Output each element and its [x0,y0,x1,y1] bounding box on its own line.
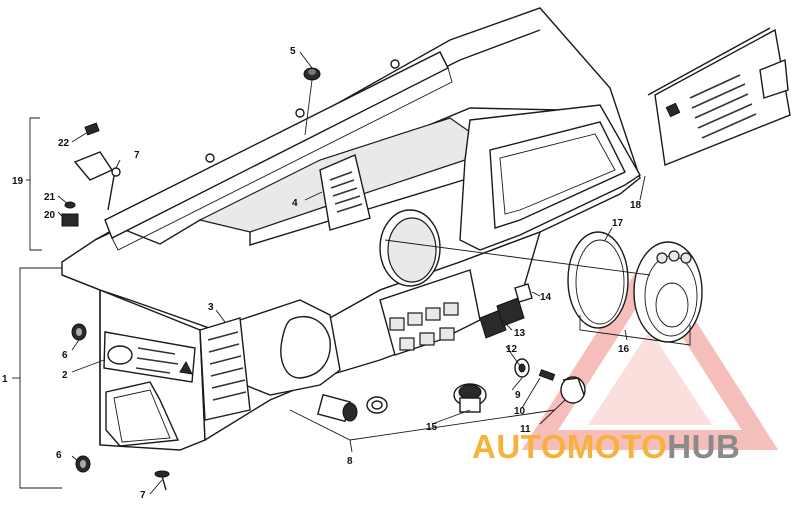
callout-3: 3 [208,302,214,313]
callout-15: 15 [426,422,438,433]
callout-10: 10 [514,406,526,417]
screw-7-upper [107,167,121,211]
decal-3 [199,317,251,421]
callout-11: 11 [520,424,531,435]
callout-2: 2 [62,370,68,381]
callout-19: 19 [12,176,24,187]
watermark-part-auto: AUTO [472,428,567,465]
callout-8: 8 [347,456,353,467]
watermark-logo: AUTOMOTOHUB [472,428,740,465]
callout-20: 20 [44,210,56,221]
ignition-switch [317,393,358,423]
callout-labels: 1 2 3 4 5 6 6 7 7 8 9 10 11 12 13 14 15 … [2,46,642,501]
callout-7b: 7 [140,490,146,501]
callout-14: 14 [540,292,552,303]
callout-6a: 6 [62,350,68,361]
glovebox-lid-panel [647,27,791,166]
watermark-triangle [521,249,779,450]
callout-17: 17 [612,218,624,229]
callout-4: 4 [292,198,298,209]
grommet-6-upper [71,323,87,341]
callout-7a: 7 [134,150,140,161]
svg-text:AUTOMOTOHUB: AUTOMOTOHUB [472,428,740,465]
callout-6b: 6 [56,450,62,461]
watermark-part-hub: HUB [667,428,740,465]
gauge-cluster [633,241,703,343]
cup-holder-assembly [61,122,114,227]
decal-2 [103,331,196,383]
top-rail [104,51,453,251]
screw-7-lower [154,470,170,491]
callout-13: 13 [514,328,526,339]
switch-cover [514,283,533,303]
grommet-5 [303,67,321,81]
watermark-part-moto: MOTO [567,428,667,465]
knob-parts [514,358,586,404]
dashboard-body [61,7,641,451]
callout-16: 16 [618,344,630,355]
leader-lines [12,51,691,495]
callout-1: 1 [2,374,8,385]
callout-18: 18 [630,200,642,211]
callout-21: 21 [44,192,56,203]
nut-part [366,396,388,414]
power-outlet [453,383,487,413]
callout-9: 9 [515,390,521,401]
decal-4 [319,154,371,231]
gauge-ring [567,231,629,329]
callout-12: 12 [506,344,518,355]
rocker-switch [479,297,525,339]
switch-slots [389,302,459,351]
grommet-6-lower [75,455,91,473]
callout-5: 5 [290,46,296,57]
callout-22: 22 [58,138,70,149]
